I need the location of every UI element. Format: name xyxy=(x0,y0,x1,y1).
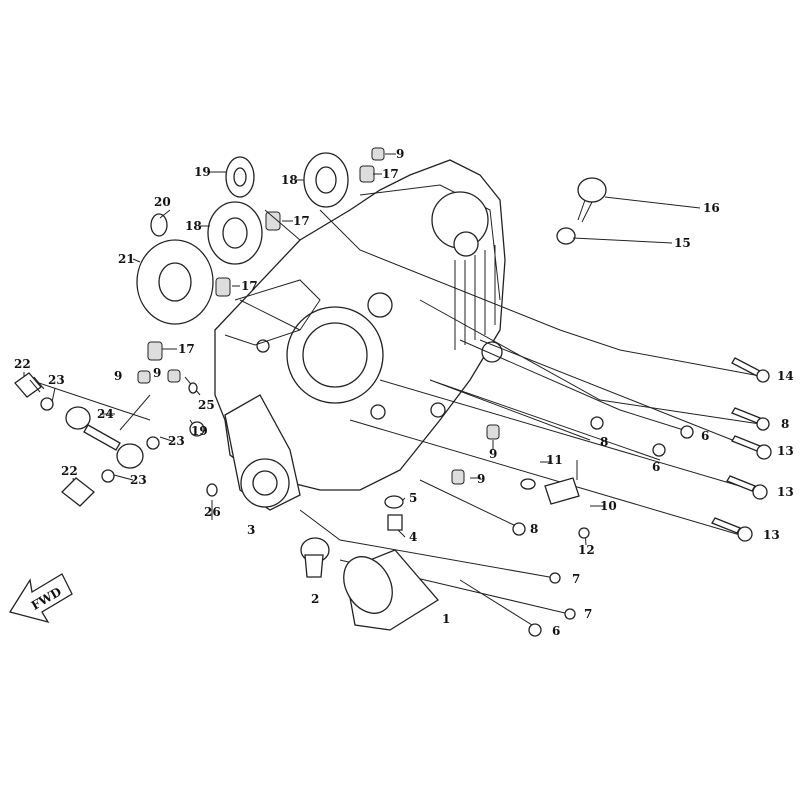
callout: 9 xyxy=(114,369,122,383)
callout: 23 xyxy=(48,373,65,387)
crankcase xyxy=(214,159,506,511)
callout: 7 xyxy=(584,607,592,621)
oil-filter xyxy=(300,495,439,631)
callout: 9 xyxy=(477,472,485,486)
callout: 15 xyxy=(674,236,691,250)
dowel-pins xyxy=(137,147,500,485)
callout: 20 xyxy=(154,195,171,209)
callout: 24 xyxy=(97,407,114,421)
callout: 18 xyxy=(281,173,298,187)
callout: 8 xyxy=(781,417,789,431)
oil-line-fittings xyxy=(14,372,218,507)
callout: 22 xyxy=(14,357,31,371)
callout: 25 xyxy=(198,398,215,412)
callout: 17 xyxy=(241,279,258,293)
callout: 23 xyxy=(168,434,185,448)
callout: 6 xyxy=(701,429,709,443)
callout: 13 xyxy=(777,444,794,458)
callout: 13 xyxy=(777,485,794,499)
callout: 26 xyxy=(204,505,221,519)
callout: 19 xyxy=(194,165,211,179)
callout: 5 xyxy=(409,491,417,505)
callout: 1 xyxy=(442,612,450,626)
callout: 18 xyxy=(185,219,202,233)
callout: 6 xyxy=(552,624,560,638)
callout: 11 xyxy=(546,453,563,467)
callout: 13 xyxy=(763,528,780,542)
callout: 17 xyxy=(178,342,195,356)
callouts: 9 17 19 18 16 20 18 17 15 21 17 17 22 23… xyxy=(14,147,794,638)
oil-filler-cap xyxy=(556,177,607,245)
callout: 9 xyxy=(396,147,404,161)
callout: 22 xyxy=(61,464,78,478)
callout: 7 xyxy=(572,572,580,586)
callout: 4 xyxy=(409,530,417,544)
callout: 8 xyxy=(600,435,608,449)
callout: 9 xyxy=(153,366,161,380)
callout: 16 xyxy=(703,201,720,215)
leader-lines xyxy=(23,153,761,631)
callout: 21 xyxy=(118,252,135,266)
callout: 12 xyxy=(578,543,595,557)
bolts xyxy=(512,357,772,637)
bearings xyxy=(136,152,349,325)
callout: 14 xyxy=(777,369,794,383)
callout: 23 xyxy=(130,473,147,487)
callout: 19 xyxy=(191,424,208,438)
callout: 10 xyxy=(600,499,617,513)
callout: 2 xyxy=(311,592,319,606)
callout: 9 xyxy=(489,447,497,461)
callout: 17 xyxy=(293,214,310,228)
callout: 3 xyxy=(247,523,255,537)
callout: 8 xyxy=(530,522,538,536)
callout: 17 xyxy=(382,167,399,181)
fwd-arrow: FWD xyxy=(8,573,73,624)
callout: 6 xyxy=(652,460,660,474)
